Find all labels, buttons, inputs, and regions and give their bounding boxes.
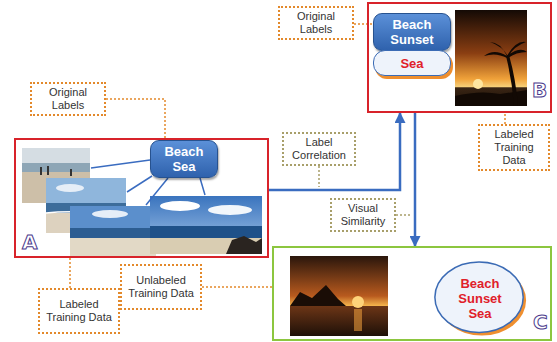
edge-label: Visual Similarity [335, 202, 391, 228]
panel-frame: B Beach SunsetSea [367, 2, 552, 113]
flow-arrow [269, 113, 400, 190]
beach-photo [150, 196, 262, 254]
label-text: Beach Sea [156, 144, 212, 174]
callout-text: Unlabeled Training Data [125, 274, 197, 300]
edge-label: Label Correlation [287, 136, 351, 162]
callout-leader [504, 113, 506, 124]
beach-photo [150, 196, 262, 254]
edge-label-box: Label Correlation [282, 132, 356, 166]
callout-leader [106, 99, 165, 140]
sunset-photo [473, 79, 483, 89]
beach-photo [226, 236, 262, 254]
beach-photo [208, 205, 252, 215]
panel-frame: C Beach Sunset Sea [272, 246, 552, 341]
sunset-photo [354, 309, 362, 331]
label-link [200, 178, 205, 195]
callout-leader [69, 258, 71, 288]
label-box: Sea [373, 50, 451, 76]
callout-text: Original Labels [35, 86, 101, 112]
beach-photo [160, 201, 200, 211]
label-ellipse: Beach Sunset Sea [432, 258, 528, 338]
callout-text: Labeled Training Data [43, 298, 115, 324]
sunset-photo [455, 10, 527, 106]
ellipse-shape [435, 262, 523, 332]
sunset-photo [290, 256, 388, 336]
leader-line [318, 166, 320, 187]
callout-box: Labeled Training Data [38, 288, 120, 334]
beach-photo [70, 228, 156, 238]
beach-photo [70, 169, 72, 176]
beach-photo [150, 226, 262, 238]
callout-text: Labeled Training Data [483, 128, 545, 167]
beach-photo [70, 238, 156, 256]
label-box: Beach Sea [150, 140, 218, 178]
sunset-photo [290, 285, 346, 306]
callout-text: Original Labels [283, 10, 349, 36]
beach-photo [40, 167, 42, 175]
panel-letter: B [532, 78, 547, 102]
panel-letter: C [533, 310, 548, 334]
callout-box: Original Labels [30, 82, 106, 116]
sunset-photo [506, 55, 518, 106]
callout-box: Original Labels [278, 6, 354, 40]
edge-label-box: Visual Similarity [330, 198, 396, 232]
callout-leader [354, 23, 373, 25]
label-box: Beach Sunset [373, 13, 451, 51]
beach-photo [22, 163, 90, 172]
sunset-photo [290, 256, 388, 336]
label-text: Beach Sunset [379, 17, 445, 47]
panel-letter: A [22, 230, 37, 254]
beach-photo [56, 184, 84, 192]
beach-photo [70, 206, 156, 256]
label-link [91, 160, 150, 168]
label-text: Beach Sunset Sea [449, 276, 511, 321]
label-text: Sea [379, 56, 445, 71]
callout-box: Labeled Training Data [478, 124, 550, 171]
beach-photo [47, 166, 49, 175]
sunset-photo [352, 296, 364, 308]
beach-photo [70, 206, 156, 256]
sunset-photo [455, 10, 527, 106]
label-link [127, 176, 152, 192]
leader-line [396, 214, 412, 216]
callout-box: Unlabeled Training Data [120, 264, 202, 310]
callout-leader [202, 286, 272, 288]
beach-photo [92, 210, 128, 218]
flow-arrow [414, 113, 417, 246]
panel-frame: A Beach Sea [14, 138, 269, 258]
label-link [146, 178, 168, 205]
sunset-photo [484, 42, 527, 58]
